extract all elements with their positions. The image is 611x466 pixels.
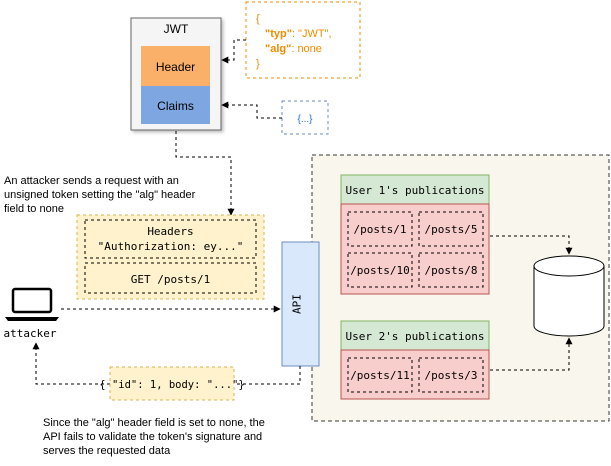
- request-headers-title: Headers: [147, 225, 193, 238]
- jwt-header-label: Header: [156, 60, 195, 74]
- user1-post-8-label: /posts/8: [425, 264, 478, 277]
- user1-post-1-label: /posts/1: [354, 223, 407, 236]
- header-json-connector: [221, 39, 246, 64]
- request-method-box: [84, 262, 257, 294]
- svg-text:"alg": none: "alg": none: [265, 43, 322, 55]
- svg-text:}: }: [256, 58, 260, 70]
- header-json-line4: }: [256, 58, 260, 70]
- user1-to-db-arrow: [490, 235, 573, 255]
- header-json-typ-key: "typ": [265, 28, 292, 40]
- attacker-note-line2: unsigned token setting the "alg" header: [4, 189, 196, 201]
- jwt-claims-label: Claims: [157, 99, 194, 113]
- user1-title: User 1's publications: [345, 184, 484, 197]
- api-to-attacker-arrow: [234, 366, 301, 385]
- svg-text:An attacker sends a request wi: An attacker sends a request with an unsi…: [4, 175, 198, 215]
- database-icon: [533, 255, 605, 337]
- header-json-line1: {: [256, 13, 260, 25]
- attacker-note-line1: An attacker sends a request with an: [4, 175, 179, 187]
- user2-post-11-label: /posts/11: [350, 369, 410, 382]
- jwt-to-request-connector: [175, 131, 235, 216]
- result-note-line3: serves the requested data: [43, 445, 171, 457]
- api-label: API: [291, 294, 304, 314]
- user2-to-db-arrow: [490, 337, 573, 371]
- result-note-line1: Since the "alg" header field is set to n…: [43, 417, 265, 429]
- response-to-attacker-arrow: [32, 342, 110, 385]
- claims-json-box: {...}: [281, 100, 329, 135]
- user2-publications: User 2's publications /posts/11 /posts/3: [340, 320, 490, 400]
- request-container: Headers "Authorization: ey..." GET /post…: [76, 214, 265, 300]
- user1-post-8: [418, 252, 484, 288]
- svg-text:Since the "alg" header field i: Since the "alg" header field is set to n…: [43, 417, 268, 457]
- user2-post-3-label: /posts/3: [425, 369, 478, 382]
- user1-post-5-label: /posts/5: [425, 223, 478, 236]
- user1-post-1: [347, 211, 413, 247]
- claims-json-text: {...}: [297, 114, 313, 125]
- request-method-line: GET /posts/1: [131, 273, 210, 286]
- result-note-line2: API fails to validate the token's signat…: [43, 431, 262, 443]
- user1-post-10: [347, 252, 413, 288]
- svg-text:{: {: [256, 13, 260, 25]
- user1-post-10-label: /posts/10: [350, 264, 410, 277]
- jwt-token: JWT Header Claims: [130, 17, 222, 131]
- laptop-icon: [5, 287, 59, 321]
- header-json-alg-key: "alg": [265, 43, 291, 55]
- response-text: { "id": 1, body: "..."}: [99, 379, 244, 391]
- user2-post-11: [347, 357, 413, 393]
- user1-publications: User 1's publications /posts/1 /posts/5 …: [340, 174, 490, 295]
- header-json-typ-value: : "JWT",: [292, 28, 332, 40]
- user1-post-5: [418, 211, 484, 247]
- header-json-alg-value: : none: [291, 43, 322, 55]
- api-box: API: [281, 241, 320, 367]
- attacker-label: attacker: [4, 327, 57, 340]
- header-json-box: { "typ": "JWT", "alg": none }: [245, 1, 361, 79]
- jwt-header-section: [141, 46, 210, 86]
- request-headers-value: "Authorization: ey...": [98, 240, 244, 253]
- attacker-note-line3: field to none: [4, 203, 64, 215]
- response-box: { "id": 1, body: "..."}: [99, 366, 245, 401]
- claims-json-connector: [221, 101, 282, 119]
- svg-text:"typ": "JWT",: "typ": "JWT",: [265, 28, 332, 40]
- user2-title: User 2's publications: [345, 330, 484, 343]
- jwt-claims-section: [141, 86, 210, 124]
- user1-header: [340, 174, 490, 205]
- request-headers-box: [84, 219, 257, 259]
- user2-post-3: [418, 357, 484, 393]
- jwt-title: JWT: [164, 22, 189, 36]
- user2-header: [340, 320, 490, 351]
